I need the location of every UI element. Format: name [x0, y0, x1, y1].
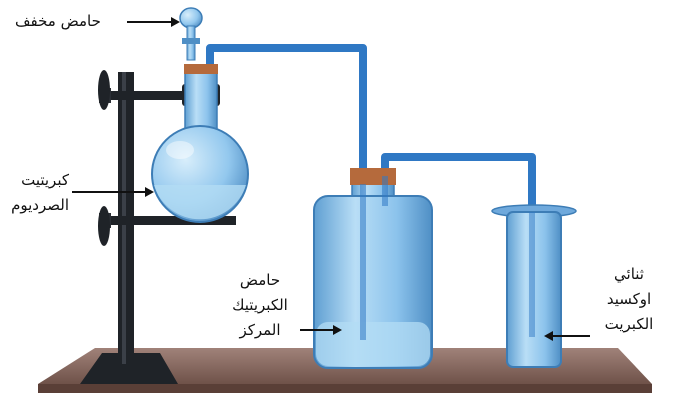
delivery-tube-2: [381, 153, 536, 236]
label-sodium-sulfite-line2: الصرديوم: [11, 196, 69, 214]
flask-neck: [184, 67, 218, 131]
label-conc-acid: حامض الكبريتيك المركز: [215, 268, 305, 343]
gas-jar-inner-tube: [529, 212, 535, 337]
lower-clamp-arm: [108, 216, 236, 225]
label-dilute-acid: حامض مخفف: [15, 9, 101, 34]
label-so2-line2: اوكسيد: [606, 290, 652, 308]
bottle-liquid: [316, 322, 430, 366]
label-conc-acid-line1: حامض: [239, 271, 281, 289]
flask-highlight: [166, 141, 194, 159]
lower-clamp-knob: [98, 206, 110, 246]
label-sodium-sulfite: كبريتيت الصرديوم: [5, 168, 69, 218]
funnel-tap: [182, 38, 200, 44]
bottle-inner-tube: [360, 184, 366, 340]
flask-liquid: [154, 185, 246, 220]
arrowhead-dilute-acid: [171, 17, 180, 27]
delivery-tube-1: [206, 44, 367, 175]
label-so2-line1: ثنائي: [614, 265, 644, 283]
upper-clamp-arm: [108, 91, 198, 100]
arrowhead-sodium-sulfite: [145, 187, 154, 197]
label-conc-acid-line3: المركز: [239, 321, 281, 339]
label-dilute-acid-text: حامض مخفف: [15, 12, 101, 30]
label-conc-acid-line2: الكبريتيك: [232, 296, 288, 314]
label-so2-line3: الكبريت: [604, 315, 654, 333]
upper-clamp-knob: [98, 70, 110, 110]
base-board-front: [38, 384, 652, 393]
arrowhead-so2: [544, 331, 553, 341]
label-so2: ثنائي اوكسيد الكبريت: [590, 262, 668, 337]
stand-foot: [80, 353, 178, 384]
bottle-cork: [350, 168, 396, 185]
funnel-bulb: [179, 7, 203, 29]
label-arrows: [72, 17, 590, 341]
flask-cork: [184, 64, 218, 74]
arrowhead-conc-acid: [333, 325, 342, 335]
label-sodium-sulfite-line1: كبريتيت: [21, 171, 69, 189]
bottle-outlet-tube: [382, 176, 388, 206]
